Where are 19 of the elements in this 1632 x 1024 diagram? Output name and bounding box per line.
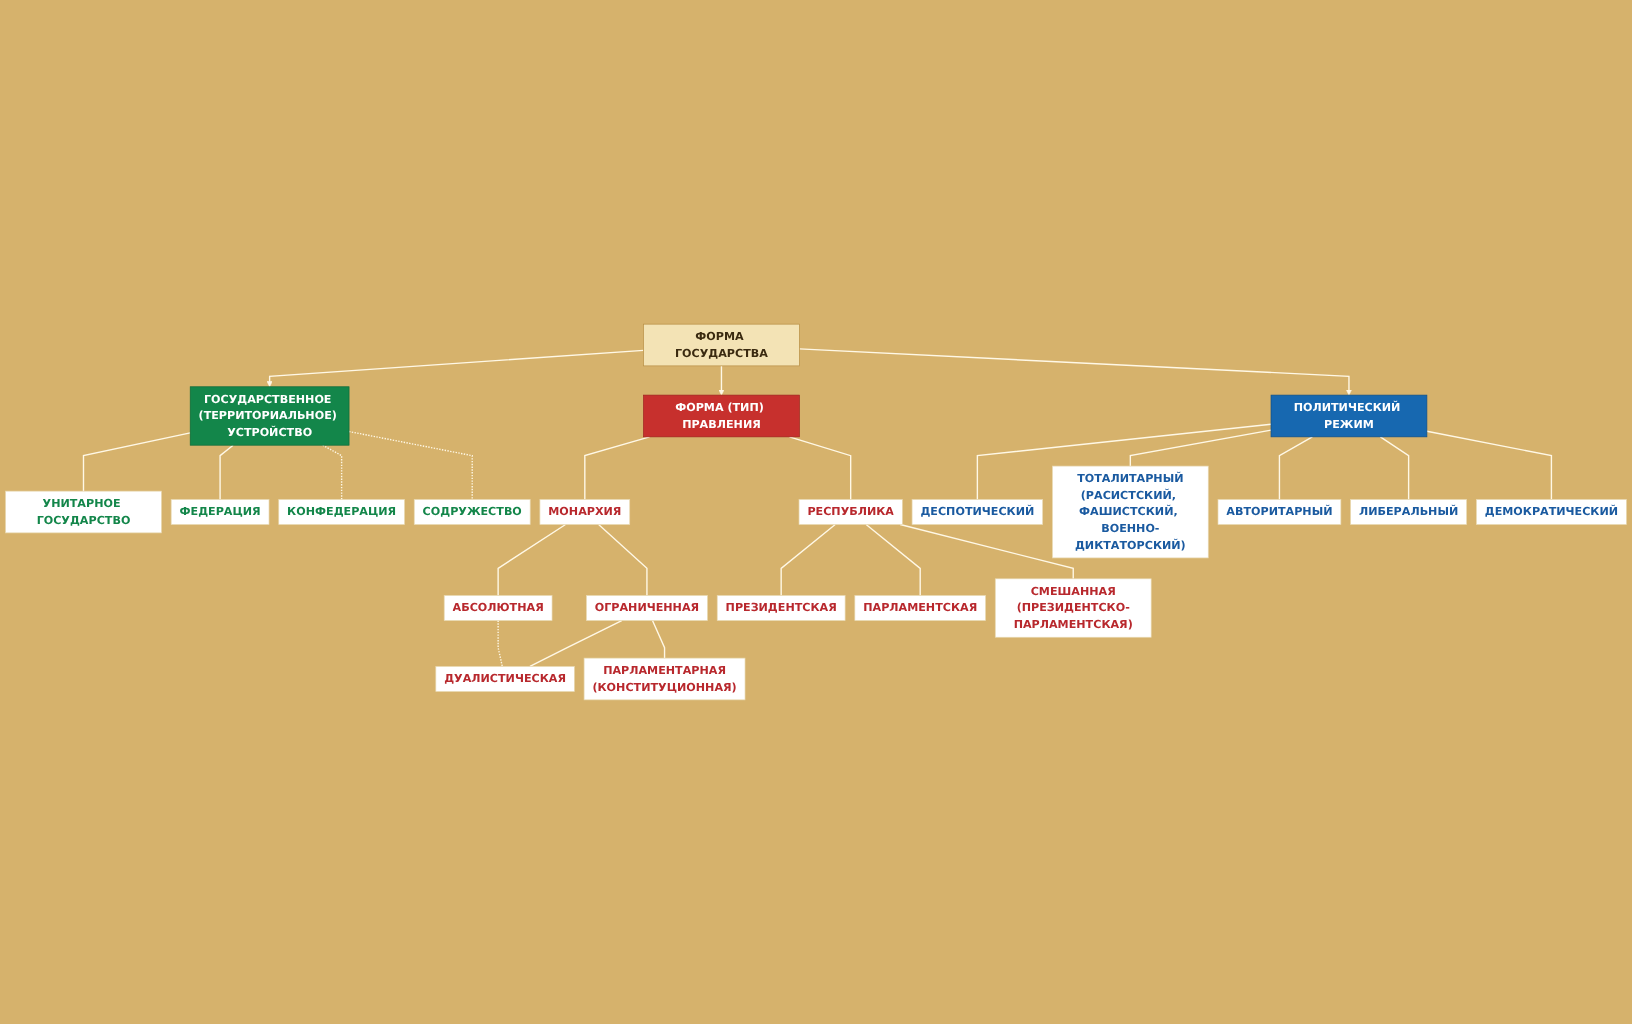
arrow [798,348,1352,396]
connector [976,423,1272,501]
connector [322,444,343,501]
connector [597,523,648,597]
connector [780,523,836,597]
connector [219,444,234,501]
connector [348,430,473,501]
arrow [718,365,725,396]
connector [497,619,503,668]
connector [1129,429,1272,467]
connector [497,523,567,597]
arrow [266,349,645,388]
connector [529,619,623,668]
connector [651,619,666,659]
connector [82,432,191,492]
connector [1426,430,1553,501]
connector [865,523,921,597]
connector [899,523,1074,580]
connector [1379,436,1410,501]
